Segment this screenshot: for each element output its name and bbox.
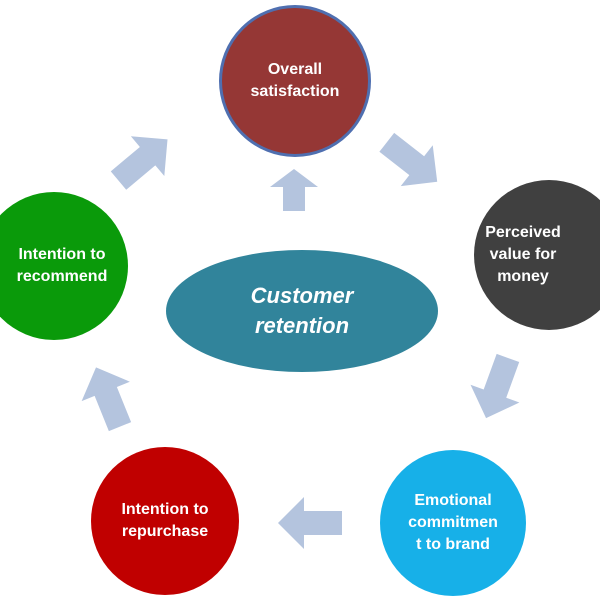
arrow-commitment-to-repurchase-shape (278, 497, 342, 549)
node-perceived-value: Perceived value for money (474, 180, 600, 330)
arrow-repurchase-to-recommend-shape (81, 367, 132, 432)
arrow-recommend-to-satisfaction-shape (110, 136, 168, 190)
arrow-value-to-commitment (470, 353, 520, 419)
arrow-recommend-to-satisfaction (110, 136, 168, 190)
arrow-satisfaction-to-value (379, 132, 438, 187)
arrow-center-to-satisfaction-shape (270, 169, 318, 211)
node-intention-to-repurchase: Intention to repurchase (91, 447, 239, 595)
node-intention-to-repurchase-label: Intention to repurchase (121, 501, 209, 540)
node-emotional-commitment-label: Emotional commitmen t to brand (408, 492, 498, 553)
center-label: Customer retention (250, 283, 354, 338)
arrow-commitment-to-repurchase (278, 497, 342, 549)
center-customer-retention: Customer retention (166, 250, 438, 372)
arrow-repurchase-to-recommend (81, 367, 132, 432)
node-intention-to-recommend-label: Intention to recommend (16, 246, 108, 285)
node-perceived-value-label: Perceived value for money (485, 224, 561, 285)
arrow-satisfaction-to-value-shape (379, 132, 438, 187)
node-overall-satisfaction-label: Overall satisfaction (250, 61, 340, 100)
arrow-value-to-commitment-shape (470, 353, 520, 419)
arrow-center-to-satisfaction (270, 169, 318, 211)
node-intention-to-recommend: Intention to recommend (0, 192, 128, 340)
node-emotional-commitment: Emotional commitmen t to brand (380, 450, 526, 596)
node-overall-satisfaction: Overall satisfaction (219, 5, 371, 157)
